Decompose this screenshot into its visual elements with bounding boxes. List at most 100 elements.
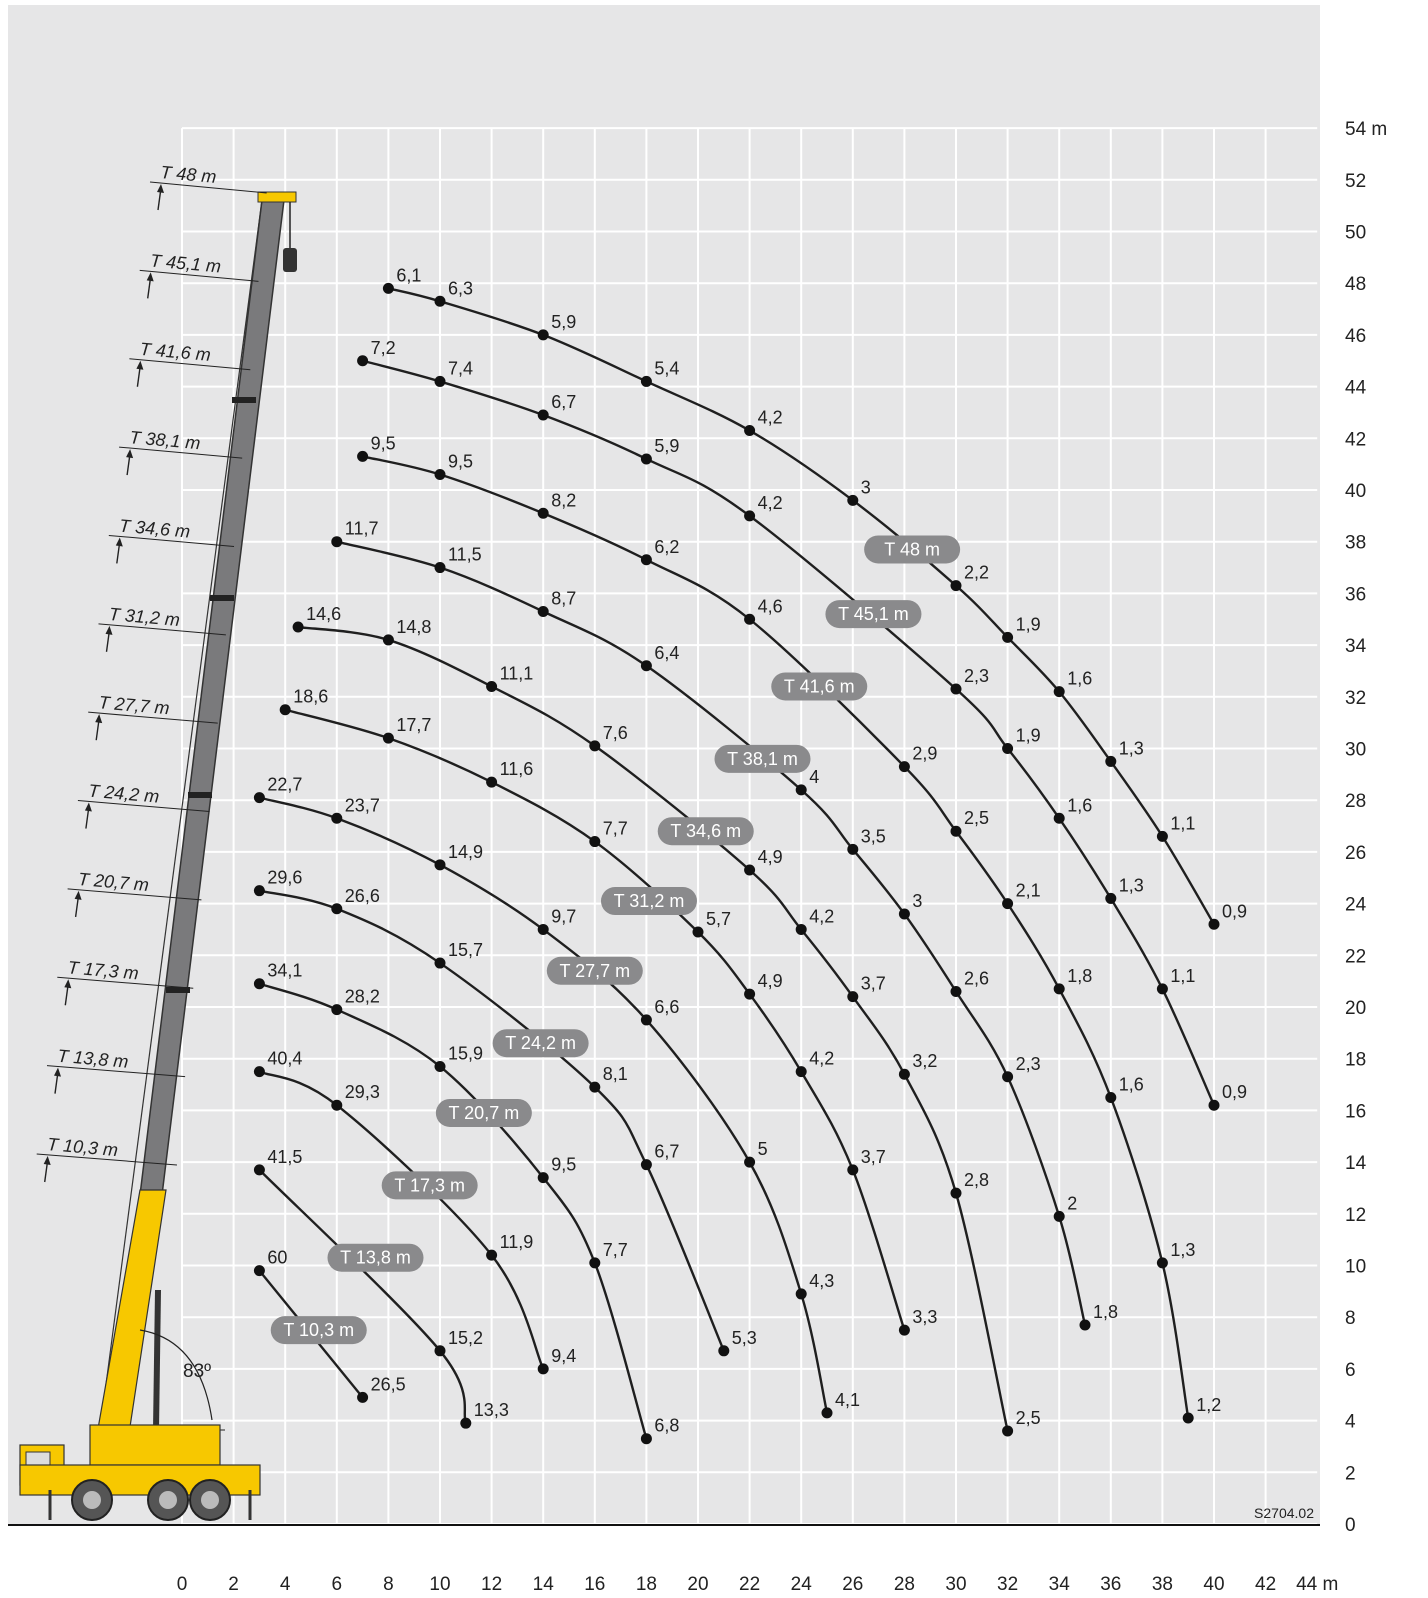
boom-length-leader <box>149 181 267 194</box>
data-label: 0,9 <box>1222 901 1247 921</box>
data-point <box>1002 898 1014 910</box>
plot-background <box>8 5 1320 1525</box>
data-point <box>847 494 859 506</box>
data-point <box>331 536 343 548</box>
data-point <box>1053 686 1065 698</box>
data-label: 11,5 <box>448 545 482 565</box>
data-point <box>253 792 265 804</box>
y-tick-label: 40 <box>1345 481 1366 502</box>
hook-block <box>283 248 297 272</box>
boom-length-labels: T 48 mT 45,1 mT 41,6 mT 38,1 mT 34,6 mT … <box>36 162 267 1183</box>
boom-length-leader <box>98 623 226 636</box>
series-group: 9,59,58,26,24,62,92,52,11,81,61,31,2 <box>357 433 1221 1424</box>
data-label: 2 <box>1067 1193 1077 1213</box>
data-label: 2,3 <box>964 666 989 686</box>
y-tick-label: 32 <box>1345 688 1366 709</box>
data-point <box>847 1164 859 1176</box>
series-name-pill <box>771 672 868 701</box>
grid-lines <box>181 127 1318 1525</box>
boom-length-arrowhead <box>74 890 82 900</box>
data-label: 3,7 <box>861 1147 886 1167</box>
boom-length-arrowhead <box>157 184 164 193</box>
boom-length-arrowhead <box>136 360 144 370</box>
data-label: 11,7 <box>345 519 379 539</box>
data-label: 28,2 <box>345 987 380 1007</box>
y-tick-label: 36 <box>1345 584 1366 605</box>
data-point <box>589 740 601 752</box>
data-label: 1,8 <box>1093 1302 1118 1322</box>
data-point <box>460 1417 472 1429</box>
data-point <box>1182 1412 1194 1424</box>
boom-length-label: T 45,1 m <box>139 250 259 299</box>
data-point <box>434 1345 446 1357</box>
data-label: 3 <box>912 891 922 911</box>
x-tick-label: 30 <box>945 1574 966 1595</box>
boom-length-label: T 48 m <box>149 162 267 211</box>
series-name-label: T 10,3 m <box>270 1316 367 1345</box>
x-tick-label: 26 <box>842 1574 863 1595</box>
data-label: 0,9 <box>1222 1082 1247 1102</box>
data-point <box>331 903 343 915</box>
boom-length-label: T 20,7 m <box>67 869 202 918</box>
data-label: 5,7 <box>706 909 731 929</box>
boom-length-label: T 17,3 m <box>57 957 194 1006</box>
data-point <box>434 375 446 387</box>
x-tick-label: 4 <box>280 1574 291 1595</box>
data-label: 3,3 <box>912 1307 937 1327</box>
data-label: 4,6 <box>758 596 783 616</box>
boom-length-arrowhead <box>64 979 72 989</box>
data-label: 4,9 <box>758 847 783 867</box>
series-group: 11,711,58,76,443,532,62,321,8 <box>331 519 1118 1331</box>
data-point <box>331 1099 343 1111</box>
data-label: 1,1 <box>1170 966 1195 986</box>
series-name-text: T 13,8 m <box>340 1248 411 1268</box>
series-name-text: T 34,6 m <box>670 821 741 841</box>
x-tick-label: 28 <box>894 1574 915 1595</box>
series-group: 41,515,213,3 <box>253 1147 509 1429</box>
series-name-label: T 17,3 m <box>381 1171 478 1200</box>
data-label: 8,1 <box>603 1064 628 1084</box>
data-label: 1,8 <box>1067 966 1092 986</box>
data-label: 6,3 <box>448 278 473 298</box>
boom-length-leader <box>108 534 235 547</box>
series-name-pill <box>600 887 697 916</box>
data-point <box>357 1391 369 1403</box>
data-label: 14,6 <box>306 604 341 624</box>
boom-length-arrowhead <box>95 714 103 724</box>
boom-length-arrowhead <box>126 449 134 459</box>
data-point <box>847 991 859 1003</box>
data-label: 9,5 <box>448 451 473 471</box>
x-tick-label: 36 <box>1100 1574 1121 1595</box>
data-point <box>537 329 549 341</box>
data-point <box>744 613 756 625</box>
y-tick-label: 16 <box>1345 1101 1366 1122</box>
data-point <box>537 605 549 617</box>
x-tick-label: 16 <box>584 1574 605 1595</box>
data-label: 1,3 <box>1119 738 1144 758</box>
data-label: 1,9 <box>1016 614 1041 634</box>
data-label: 60 <box>267 1248 287 1268</box>
data-label: 3,2 <box>912 1051 937 1071</box>
boom-angle-label: 83º <box>183 1361 211 1382</box>
series-name-pill <box>714 744 811 773</box>
series-name-pill <box>327 1243 424 1272</box>
boom-length-leader <box>36 1153 177 1166</box>
data-point <box>253 1164 265 1176</box>
data-label: 1,2 <box>1196 1395 1221 1415</box>
data-point <box>382 634 394 646</box>
y-tick-label: 50 <box>1345 223 1366 244</box>
series-name-label: T 27,7 m <box>546 956 643 985</box>
data-label: 1,9 <box>1016 726 1041 746</box>
boom-section-joint <box>210 595 234 601</box>
series-name-text: T 20,7 m <box>449 1103 520 1123</box>
series-group: 34,128,215,99,57,76,8 <box>253 961 679 1445</box>
series-name-label: T 13,8 m <box>327 1243 424 1272</box>
boom-length-leader <box>139 269 259 282</box>
data-point <box>486 1249 498 1261</box>
series-line <box>258 1169 467 1424</box>
data-label: 9,5 <box>551 1155 576 1175</box>
series-name-label: T 38,1 m <box>714 744 811 773</box>
boom-section-joint <box>232 397 256 403</box>
data-point <box>640 554 652 566</box>
